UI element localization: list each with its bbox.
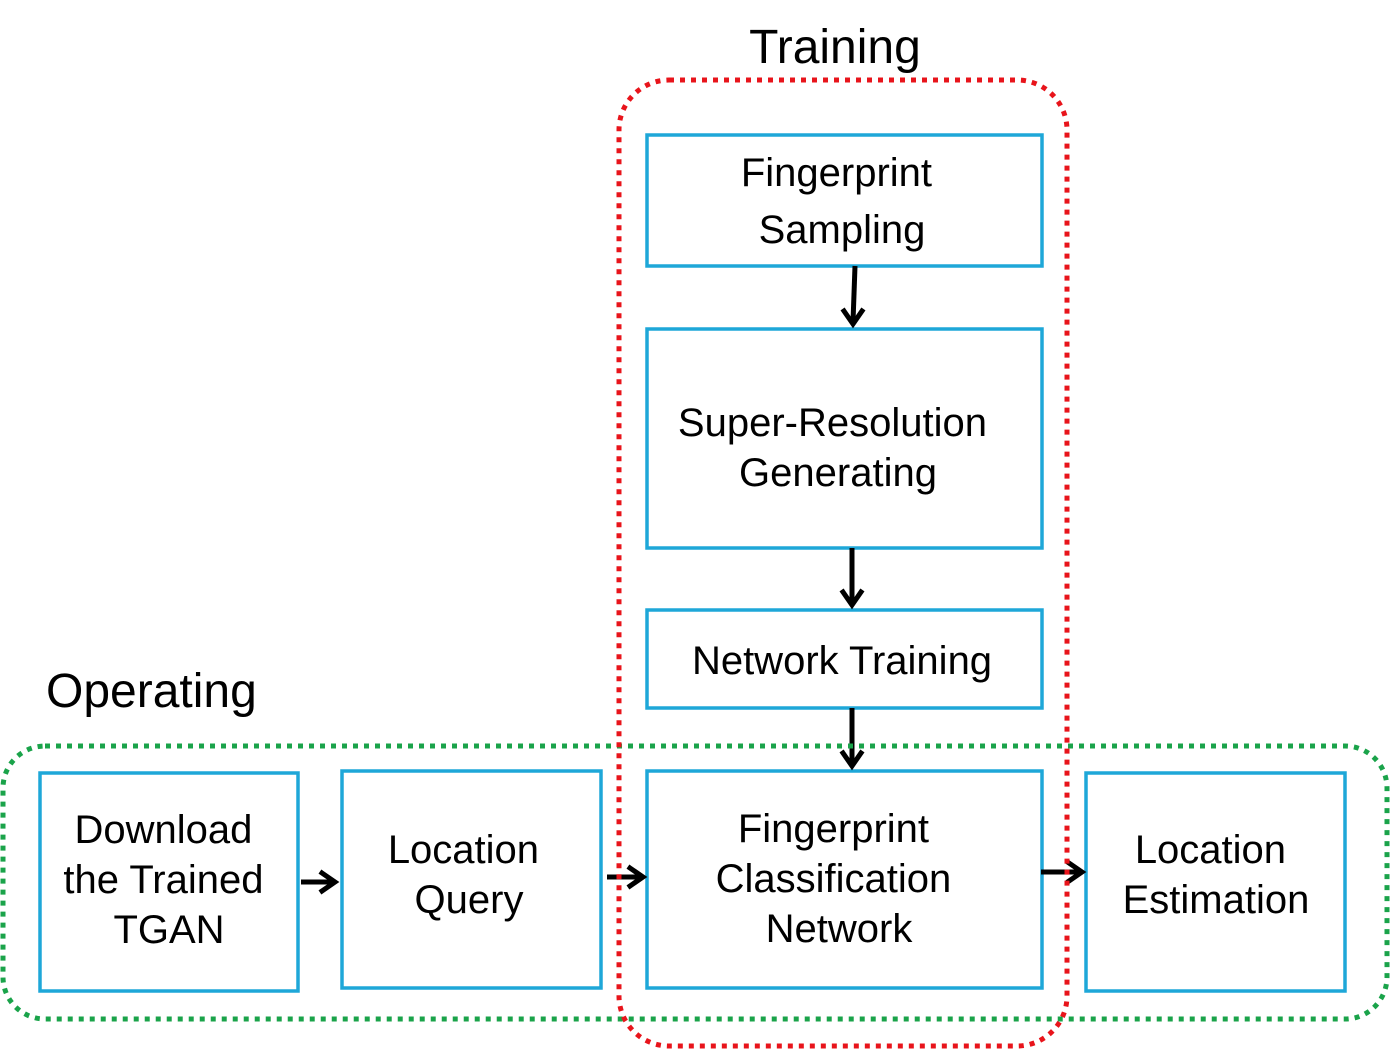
- node-label: Download the Trained TGAN: [63, 808, 274, 952]
- node-box: [645, 133, 1044, 268]
- operating-region-outline: [0, 743, 1390, 1022]
- node-label: Location Query: [388, 828, 550, 922]
- arrow-network-training-to-classification: [839, 708, 865, 771]
- node-label: Fingerprint Classification Network: [716, 807, 963, 951]
- node-location-query: Location Query: [340, 769, 603, 990]
- training-region-label: Training: [749, 21, 921, 74]
- node-box: [340, 769, 603, 990]
- node-box: [1084, 771, 1347, 993]
- node-box: [645, 608, 1044, 710]
- arrow-query-to-classification: [607, 864, 648, 890]
- node-label-line: Query: [415, 878, 524, 922]
- node-location-estimation: Location Estimation: [1084, 771, 1347, 993]
- operating-region-label: Operating: [46, 665, 257, 718]
- node-download-tgan: Download the Trained TGAN: [38, 771, 300, 993]
- arrow-download-to-location-query: [301, 869, 340, 895]
- node-label: Network Training: [692, 639, 992, 683]
- training-region-outline: [616, 77, 1070, 1049]
- node-label-line: Fingerprint: [741, 151, 932, 195]
- node-label-line: Estimation: [1123, 878, 1310, 922]
- node-label-line: Generating: [739, 451, 937, 495]
- node-label: Fingerprint Sampling: [741, 151, 943, 252]
- node-fingerprint-sampling: Fingerprint Sampling: [645, 133, 1044, 268]
- node-label-line: Download: [74, 808, 252, 852]
- node-classification-network: Fingerprint Classification Network: [645, 769, 1044, 990]
- node-box: [645, 769, 1044, 990]
- node-label-line: Fingerprint: [738, 807, 929, 851]
- node-network-training: Network Training: [645, 608, 1044, 710]
- node-label-line: Super-Resolution: [678, 401, 987, 445]
- node-label: Location Estimation: [1123, 828, 1310, 922]
- arrow-super-resolution-to-network-training: [839, 548, 865, 610]
- node-label-line: the Trained: [63, 858, 263, 902]
- node-label-line: TGAN: [113, 908, 224, 952]
- node-label-line: Network Training: [692, 639, 992, 683]
- node-label-line: Network: [766, 907, 914, 951]
- node-box: [38, 771, 300, 993]
- node-label-line: Location: [1135, 828, 1286, 872]
- node-label-line: Location: [388, 828, 539, 872]
- node-label-line: Classification: [716, 857, 952, 901]
- node-super-resolution: Super-Resolution Generating: [645, 327, 1044, 550]
- node-label-line: Sampling: [759, 208, 926, 252]
- arrow-classification-to-estimation: [1041, 859, 1087, 885]
- node-label: Super-Resolution Generating: [678, 401, 998, 495]
- node-box: [645, 327, 1044, 550]
- arrow-sampling-to-super-resolution: [840, 265, 866, 329]
